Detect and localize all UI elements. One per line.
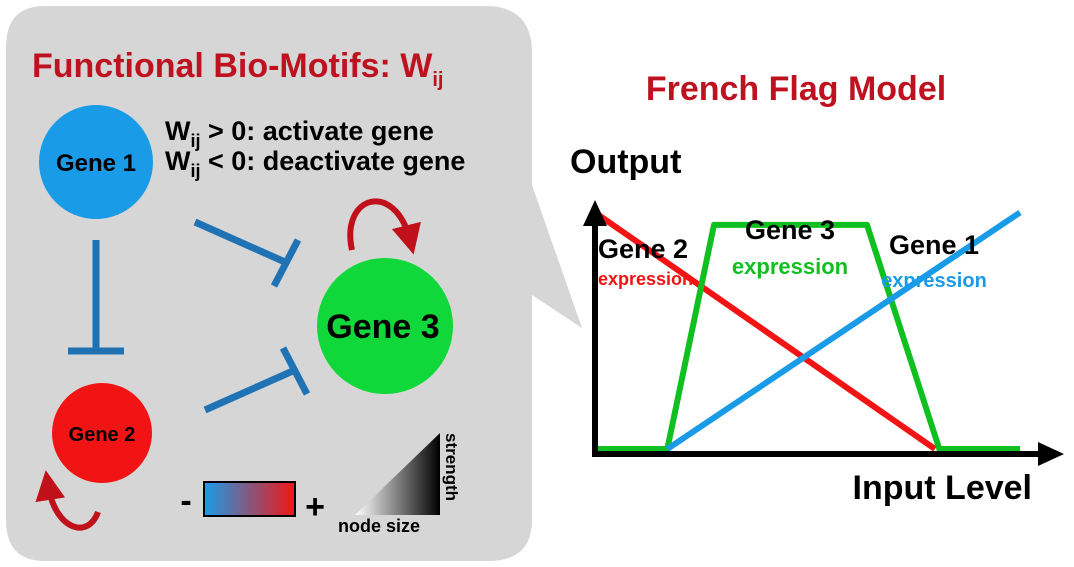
x-axis-arrowhead [1038,442,1064,466]
edge-gene2-gene3-bar [279,346,311,396]
motif-title: Functional Bio-Motifs: Wij [32,47,444,91]
sign-gradient-bar [203,481,296,517]
legend-node-size: node size [338,516,420,536]
series-label-gene2-name: Gene 2 [598,234,688,264]
x-axis-label: Input Level [853,469,1032,507]
series-line-gene-2 [593,210,937,452]
axes [583,200,1064,466]
gene-3-circle [317,258,453,394]
size-strength-wedge [355,433,440,515]
rule-activate: Wij > 0: activate gene [165,116,434,151]
plot-area [593,210,1022,452]
legend-minus: - [180,482,191,520]
gene-3-label: Gene 3 [326,308,439,346]
series-label-gene3-name: Gene 3 [745,215,835,245]
series-label-gene1-expr: expression [881,270,987,292]
gene-node-2: Gene 2 [52,383,152,483]
series-label-gene2-expr: expression [598,269,693,289]
legend-plus: + [305,488,325,526]
y-axis-arrowhead [583,200,607,226]
legend-strength: strength [442,433,461,501]
edge-gene2-gene3 [203,366,297,414]
gene-node-3: Gene 3 [317,258,453,394]
series-label-gene3-expr: expression [732,254,848,279]
self-activation-gene3 [347,198,421,255]
edge-gene1-gene3 [193,218,287,266]
gene-2-label: Gene 2 [69,424,136,446]
rule-deactivate: Wij < 0: deactivate gene [165,146,465,181]
series-line-gene-3 [595,221,1020,452]
series-label-gene2: Gene 2 expression [598,234,693,289]
y-axis-label: Output [570,143,681,181]
gene-2-circle [52,383,152,483]
gene-1-label: Gene 1 [56,150,136,177]
series-label-gene3: Gene 3 expression [732,215,848,279]
series-label-gene1: Gene 1 expression [881,230,987,292]
repression-edges [68,218,311,414]
flag-title: French Flag Model [646,70,946,108]
series-label-gene1-name: Gene 1 [889,230,979,260]
self-activation-gene2 [35,470,101,531]
series-line-gene-1 [665,210,1022,452]
edge-gene1-gene3-bar [270,238,302,288]
gene-1-circle [39,105,153,219]
gene-node-1: Gene 1 [39,105,153,219]
